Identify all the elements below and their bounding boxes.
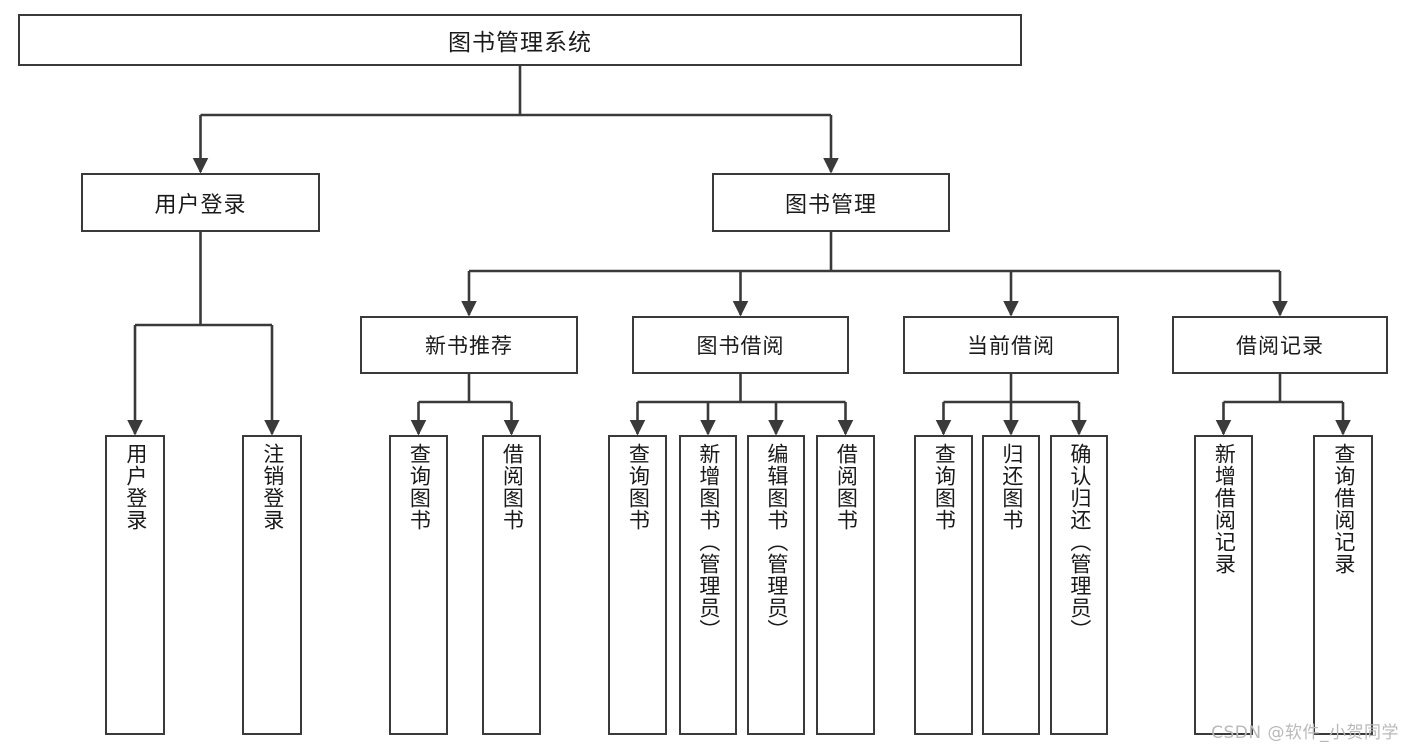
node-book-borrow[interactable]: 图书借阅 — [632, 316, 849, 374]
node-leaf-add-book-admin[interactable]: 新增图书（管理员） — [679, 435, 737, 735]
node-label: 新增图书（管理员） — [696, 443, 721, 641]
node-label: 用户登录 — [123, 443, 148, 531]
node-label: 新增借阅记录 — [1212, 443, 1237, 575]
node-user-login[interactable]: 用户登录 — [81, 173, 320, 232]
node-label: 归还图书 — [999, 443, 1024, 531]
node-new-book-recommend[interactable]: 新书推荐 — [360, 316, 578, 374]
node-label: 确认归还（管理员） — [1067, 443, 1092, 641]
node-borrow-record[interactable]: 借阅记录 — [1172, 316, 1388, 374]
node-label: 新书推荐 — [425, 334, 513, 358]
node-label: 图书管理 — [784, 192, 877, 218]
node-leaf-return-book[interactable]: 归还图书 — [982, 435, 1040, 735]
node-label: 查询图书 — [626, 443, 651, 531]
node-label: 编辑图书（管理员） — [764, 443, 789, 641]
node-leaf-query-borrow-record[interactable]: 查询借阅记录 — [1313, 435, 1373, 735]
node-current-borrow[interactable]: 当前借阅 — [903, 316, 1119, 374]
node-label: 图书借阅 — [696, 334, 785, 358]
node-label: 查询图书 — [932, 443, 957, 531]
node-label: 借阅记录 — [1236, 334, 1324, 358]
node-label: 查询图书 — [407, 443, 432, 531]
node-leaf-edit-book-admin[interactable]: 编辑图书（管理员） — [747, 435, 805, 735]
node-label: 借阅图书 — [834, 443, 859, 531]
node-leaf-borrow-book-rec[interactable]: 借阅图书 — [482, 435, 541, 735]
node-leaf-add-borrow-record[interactable]: 新增借阅记录 — [1194, 435, 1253, 735]
node-leaf-logout[interactable]: 注销登录 — [242, 435, 302, 735]
node-label: 查询借阅记录 — [1331, 443, 1356, 575]
node-label: 图书管理系统 — [448, 30, 592, 56]
node-leaf-confirm-return-admin[interactable]: 确认归还（管理员） — [1050, 435, 1108, 735]
node-root[interactable]: 图书管理系统 — [18, 14, 1022, 66]
node-label: 当前借阅 — [967, 334, 1055, 358]
node-leaf-user-login[interactable]: 用户登录 — [105, 435, 165, 735]
node-label: 用户登录 — [154, 192, 247, 218]
watermark: CSDN @软件_小贺同学 — [1211, 723, 1399, 743]
node-leaf-borrow-book[interactable]: 借阅图书 — [816, 435, 875, 735]
node-label: 借阅图书 — [500, 443, 525, 531]
node-leaf-query-book-borrow[interactable]: 查询图书 — [608, 435, 667, 735]
node-leaf-query-book-rec[interactable]: 查询图书 — [389, 435, 448, 735]
node-leaf-query-book-current[interactable]: 查询图书 — [914, 435, 973, 735]
node-book-manage[interactable]: 图书管理 — [712, 173, 950, 232]
node-label: 注销登录 — [260, 443, 285, 531]
